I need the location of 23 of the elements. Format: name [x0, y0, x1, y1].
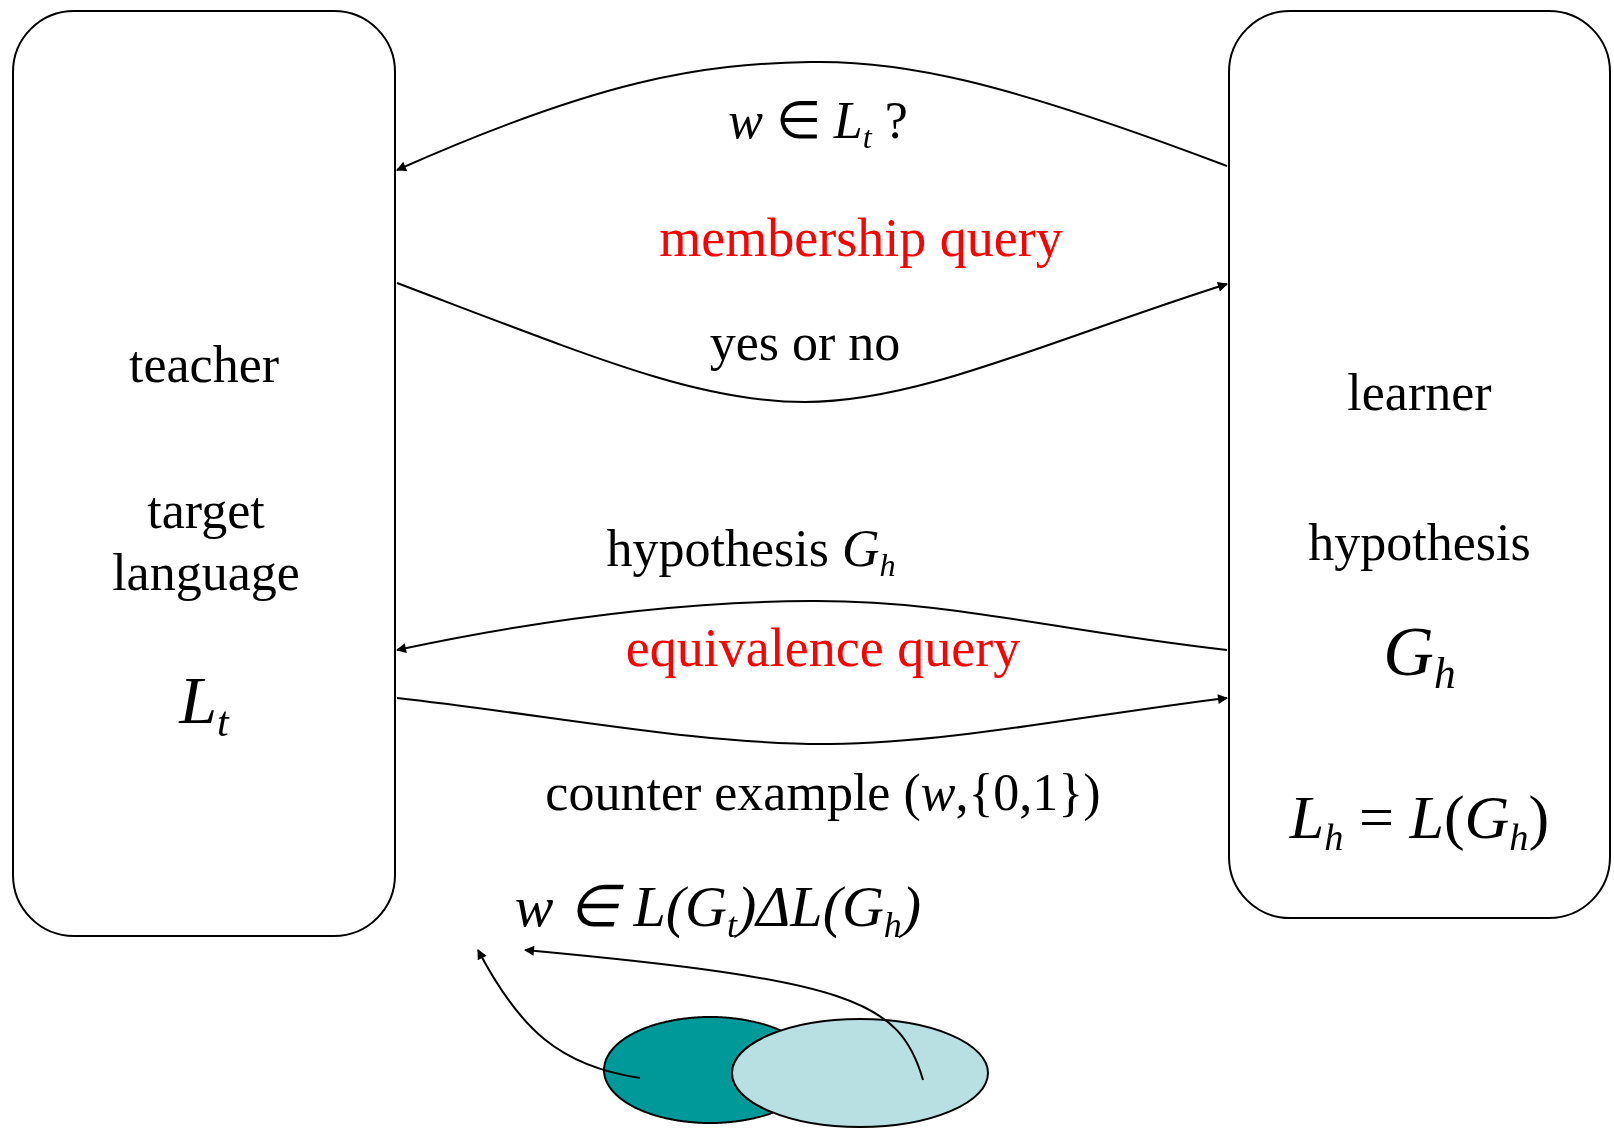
- node-text: teacher: [127, 335, 281, 395]
- edge-label: counter example (w,{0,1}): [545, 763, 1101, 823]
- rounded-box: [1228, 10, 1611, 919]
- edge-label: yes or no: [709, 313, 901, 373]
- arrow: [477, 949, 641, 1079]
- edge-label: w ∈ L$_{t}$ ?: [728, 91, 908, 157]
- node-text: hypothesis: [1307, 513, 1532, 573]
- arrow: [396, 694, 1228, 745]
- node-text: learner: [1346, 363, 1493, 423]
- arrow: [524, 945, 924, 1081]
- node-text: target language: [111, 481, 301, 604]
- formula-text: w ∈ L(G$_{t}$)ΔL(G$_{h}$): [513, 873, 923, 947]
- query-label: equivalence query: [625, 617, 1021, 680]
- arrow: [396, 600, 1228, 654]
- arrow: [396, 61, 1228, 172]
- edge-label: hypothesis G$_{h}$: [606, 519, 896, 585]
- node-text: L$_{t}$: [177, 661, 231, 747]
- arrow: [396, 282, 1228, 403]
- node-text: G$_{h}$: [1382, 612, 1457, 699]
- rounded-box: [12, 10, 396, 937]
- node-text: L$_{h}$ = L(G$_{h}$): [1288, 782, 1551, 860]
- set-ellipse: [731, 1018, 989, 1128]
- query-label: membership query: [659, 207, 1063, 270]
